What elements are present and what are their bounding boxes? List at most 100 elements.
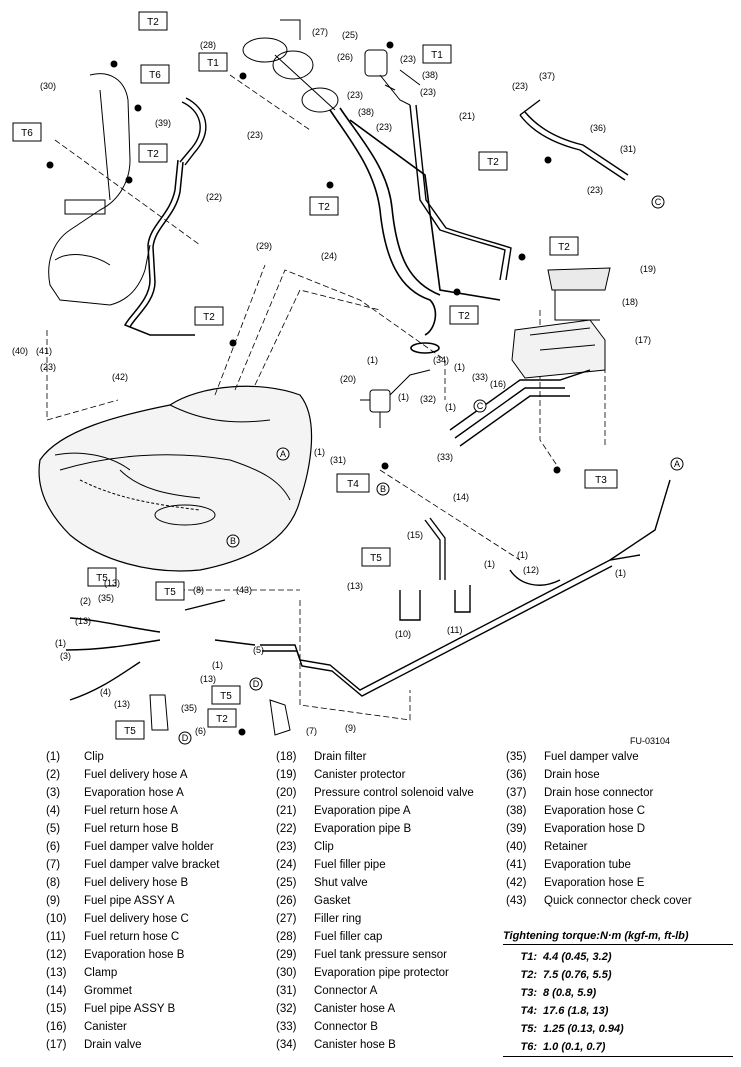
legend-item-name: Clip: [314, 841, 334, 853]
fuel-pipe-assy-a: [260, 479, 671, 697]
legend-item-name: Evaporation tube: [544, 859, 631, 871]
legend-item: (43)Quick connector check cover: [506, 892, 692, 910]
callout-box-t2: [549, 236, 579, 256]
legend-column-3: (35)Fuel damper valve(36)Drain hose(37)D…: [506, 748, 692, 910]
legend-item: (31)Connector A: [276, 982, 474, 1000]
legend-item-number: (3): [46, 787, 61, 799]
legend-item: (16)Canister: [46, 1018, 220, 1036]
legend-item: (30)Evaporation pipe protector: [276, 964, 474, 982]
svg-text:(1): (1): [454, 362, 465, 372]
torque-value: 7.5 (0.76, 5.5): [543, 969, 612, 981]
legend-item: (1)Clip: [46, 748, 220, 766]
legend-item: (38)Evaporation hose C: [506, 802, 692, 820]
svg-text:(10): (10): [395, 629, 411, 639]
legend-item: (39)Evaporation hose D: [506, 820, 692, 838]
svg-text:(23): (23): [420, 87, 436, 97]
legend-item-name: Drain valve: [84, 1039, 142, 1051]
legend-item-number: (15): [46, 1003, 67, 1015]
legend-item: (27)Filler ring: [276, 910, 474, 928]
torque-code: T4:: [520, 1005, 538, 1017]
callout-box-t5: [155, 581, 185, 601]
svg-text:(34): (34): [433, 355, 449, 365]
legend-item-name: Drain filter: [314, 751, 367, 763]
svg-text:T1: T1: [207, 58, 219, 69]
callout-box-t2: [207, 708, 237, 728]
legend-item-number: (20): [276, 787, 297, 799]
part-number-labels: (27) (28) (26) (25) (23) (38) (23) (23) …: [12, 27, 656, 736]
legend-item-name: Filler ring: [314, 913, 362, 925]
torque-value: 1.0 (0.1, 0.7): [543, 1041, 606, 1053]
legend-item: (40)Retainer: [506, 838, 692, 856]
svg-text:(23): (23): [376, 122, 392, 132]
legend-item: (42)Evaporation hose E: [506, 874, 692, 892]
callout-box-t2: [138, 11, 168, 31]
legend-item-name: Fuel damper valve: [544, 751, 639, 763]
torque-row: T1:4.4 (0.45, 3.2): [503, 948, 733, 966]
torque-value: 17.6 (1.8, 13): [543, 1005, 609, 1017]
callout-box-t3: [584, 469, 618, 489]
legend-item: (33)Connector B: [276, 1018, 474, 1036]
legend-item-name: Fuel return hose A: [84, 805, 178, 817]
legend-item: (7)Fuel damper valve bracket: [46, 856, 220, 874]
legend-item: (4)Fuel return hose A: [46, 802, 220, 820]
evaporation-pipe-a: [409, 104, 512, 281]
svg-text:(36): (36): [590, 123, 606, 133]
svg-text:(28): (28): [200, 40, 216, 50]
svg-text:(26): (26): [337, 52, 353, 62]
svg-text:T2: T2: [318, 202, 330, 213]
tightening-torque-table: Tightening torque:N·m (kgf-m, ft-lb) T1:…: [503, 930, 733, 1057]
legend-item: (25)Shut valve: [276, 874, 474, 892]
legend-item-number: (41): [506, 859, 527, 871]
legend-item-name: Canister protector: [314, 769, 406, 781]
svg-text:(42): (42): [112, 372, 128, 382]
torque-callouts: T2 T6 T6 T2 T1 T1 T2 T2 T2 T2 T2 T3 T4 T…: [12, 11, 618, 740]
ref-circle-c: [651, 195, 665, 209]
callout-box-t2: [309, 196, 339, 216]
legend-item-name: Drain hose connector: [544, 787, 654, 799]
legend-item-name: Pressure control solenoid valve: [314, 787, 474, 799]
torque-row: T6:1.0 (0.1, 0.7): [503, 1038, 733, 1057]
torque-value: 8 (0.8, 5.9): [543, 987, 597, 999]
legend-item-name: Connector B: [314, 1021, 378, 1033]
legend-item-name: Fuel pipe ASSY B: [84, 1003, 176, 1015]
svg-text:(18): (18): [622, 297, 638, 307]
legend-item-name: Grommet: [84, 985, 132, 997]
svg-text:(7): (7): [306, 726, 317, 736]
svg-text:(23): (23): [347, 90, 363, 100]
svg-text:T1: T1: [431, 50, 443, 61]
torque-row: T3:8 (0.8, 5.9): [503, 984, 733, 1002]
svg-text:(6): (6): [195, 726, 206, 736]
legend-item: (28)Fuel filler cap: [276, 928, 474, 946]
legend-item: (23)Clip: [276, 838, 474, 856]
callout-box-t5: [211, 685, 241, 705]
callout-box-t6: [140, 64, 170, 84]
legend-item-number: (11): [46, 931, 66, 943]
callout-box-t2: [449, 305, 479, 325]
svg-text:(12): (12): [523, 565, 539, 575]
dashed-guides: [46, 74, 606, 721]
callout-box-t5: [115, 720, 145, 740]
svg-text:D: D: [182, 733, 189, 743]
left-lower-hoses: [65, 599, 256, 701]
svg-text:(35): (35): [181, 703, 197, 713]
svg-text:T2: T2: [458, 311, 470, 322]
legend-item-number: (30): [276, 967, 297, 979]
svg-text:(1): (1): [55, 638, 66, 648]
torque-row: T4: 17.6 (1.8, 13): [503, 1002, 733, 1020]
legend-item-name: Canister: [84, 1021, 127, 1033]
legend-item-name: Fuel filler pipe: [314, 859, 386, 871]
svg-text:T4: T4: [347, 479, 359, 490]
svg-text:(1): (1): [398, 392, 409, 402]
svg-text:(37): (37): [539, 71, 555, 81]
legend-item-name: Clip: [84, 751, 104, 763]
svg-text:(13): (13): [104, 578, 120, 588]
clips: [46, 41, 561, 736]
torque-code: T1:: [520, 951, 538, 963]
callout-box-t2: [138, 143, 168, 163]
legend-item-number: (19): [276, 769, 297, 781]
legend-item-name: Evaporation hose B: [84, 949, 185, 961]
svg-text:D: D: [253, 679, 260, 689]
legend-item-number: (21): [276, 805, 297, 817]
ref-circle-b: [376, 482, 390, 496]
svg-text:(32): (32): [420, 394, 436, 404]
